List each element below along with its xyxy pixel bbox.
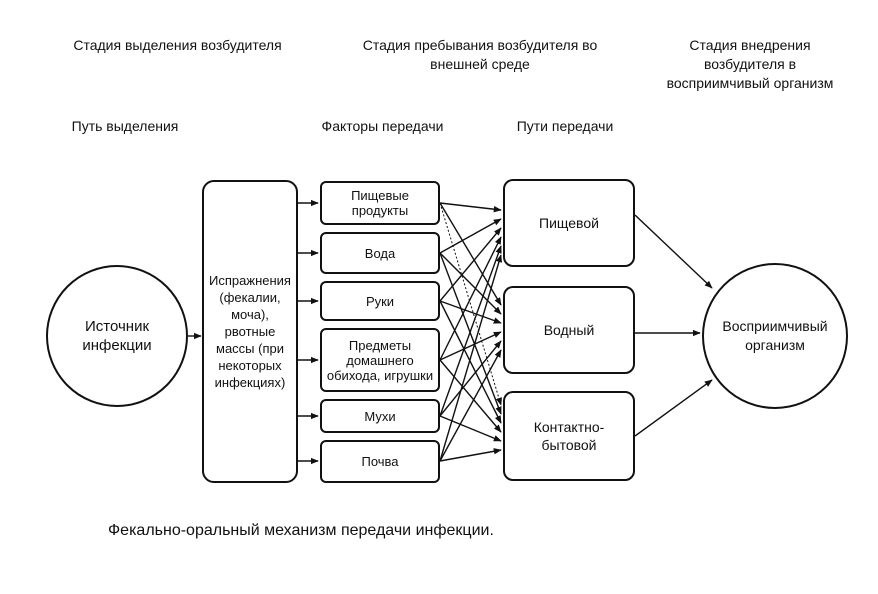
stage-header-environment: Стадия пребывания возбудителя во внешней… <box>362 37 598 72</box>
arrow-factor-2-to-route-1 <box>439 300 502 324</box>
route-water-node: Водный <box>503 286 635 374</box>
factor-flies-node: Мухи <box>320 399 440 433</box>
arrow-factor-1-to-route-1 <box>439 252 502 315</box>
route-contact-household-node: Контактно- бытовой <box>503 391 635 481</box>
arrow-factor-5-to-route-1 <box>439 349 502 462</box>
arrow-factor-5-to-route-0 <box>439 254 503 462</box>
factor-soil-node: Почва <box>320 440 440 483</box>
arrow-factor-1-to-route-2 <box>439 252 502 415</box>
arrow-factor-3-to-route-2 <box>439 359 502 433</box>
route-food-node: Пищевой <box>503 179 635 267</box>
arrow-factor-2-to-route-2 <box>439 300 502 424</box>
arrow-factor-5-to-route-2 <box>439 448 502 462</box>
arrow-factor-0-to-route-2 <box>439 202 502 406</box>
stage-header-release: Стадия выделения возбудителя <box>73 37 282 53</box>
figure-caption: Фекально-оральный механизм передачи инфе… <box>108 522 494 539</box>
column-header-transmission-factors: Факторы передачи <box>321 118 444 134</box>
column-header-transmission-routes: Пути передачи <box>516 118 614 134</box>
factor-household-items-node: Предметы домашнего обихода, игрушки <box>320 328 440 392</box>
factor-hands-node: Руки <box>320 281 440 321</box>
arrow-factor-4-to-route-2 <box>439 415 502 442</box>
infection-source-node: Источник инфекции <box>46 265 188 407</box>
excreta-node: Испражнения (фекалии, моча), рвотные мас… <box>202 180 298 483</box>
arrow-factor-3-to-route-0 <box>439 236 502 361</box>
arrow-factor-0-to-route-0 <box>439 202 502 213</box>
arrow-route-food-to-organism <box>634 214 713 289</box>
factor-water-node: Вода <box>320 232 440 274</box>
arrow-factor-2-to-route-0 <box>439 227 502 302</box>
factor-food-node: Пищевые продукты <box>320 181 440 225</box>
arrow-factor-1-to-route-0 <box>439 218 502 254</box>
susceptible-organism-node: Восприимчивый организм <box>702 263 848 409</box>
column-header-release-route: Путь выделения <box>71 118 179 134</box>
arrow-route-contact-to-organism <box>634 379 713 437</box>
stage-header-entry: Стадия внедрения возбудителя в восприимч… <box>666 37 834 91</box>
arrow-factor-3-to-route-1 <box>439 331 502 361</box>
arrow-factor-4-to-route-1 <box>439 340 502 417</box>
arrow-factor-4-to-route-0 <box>439 245 502 417</box>
